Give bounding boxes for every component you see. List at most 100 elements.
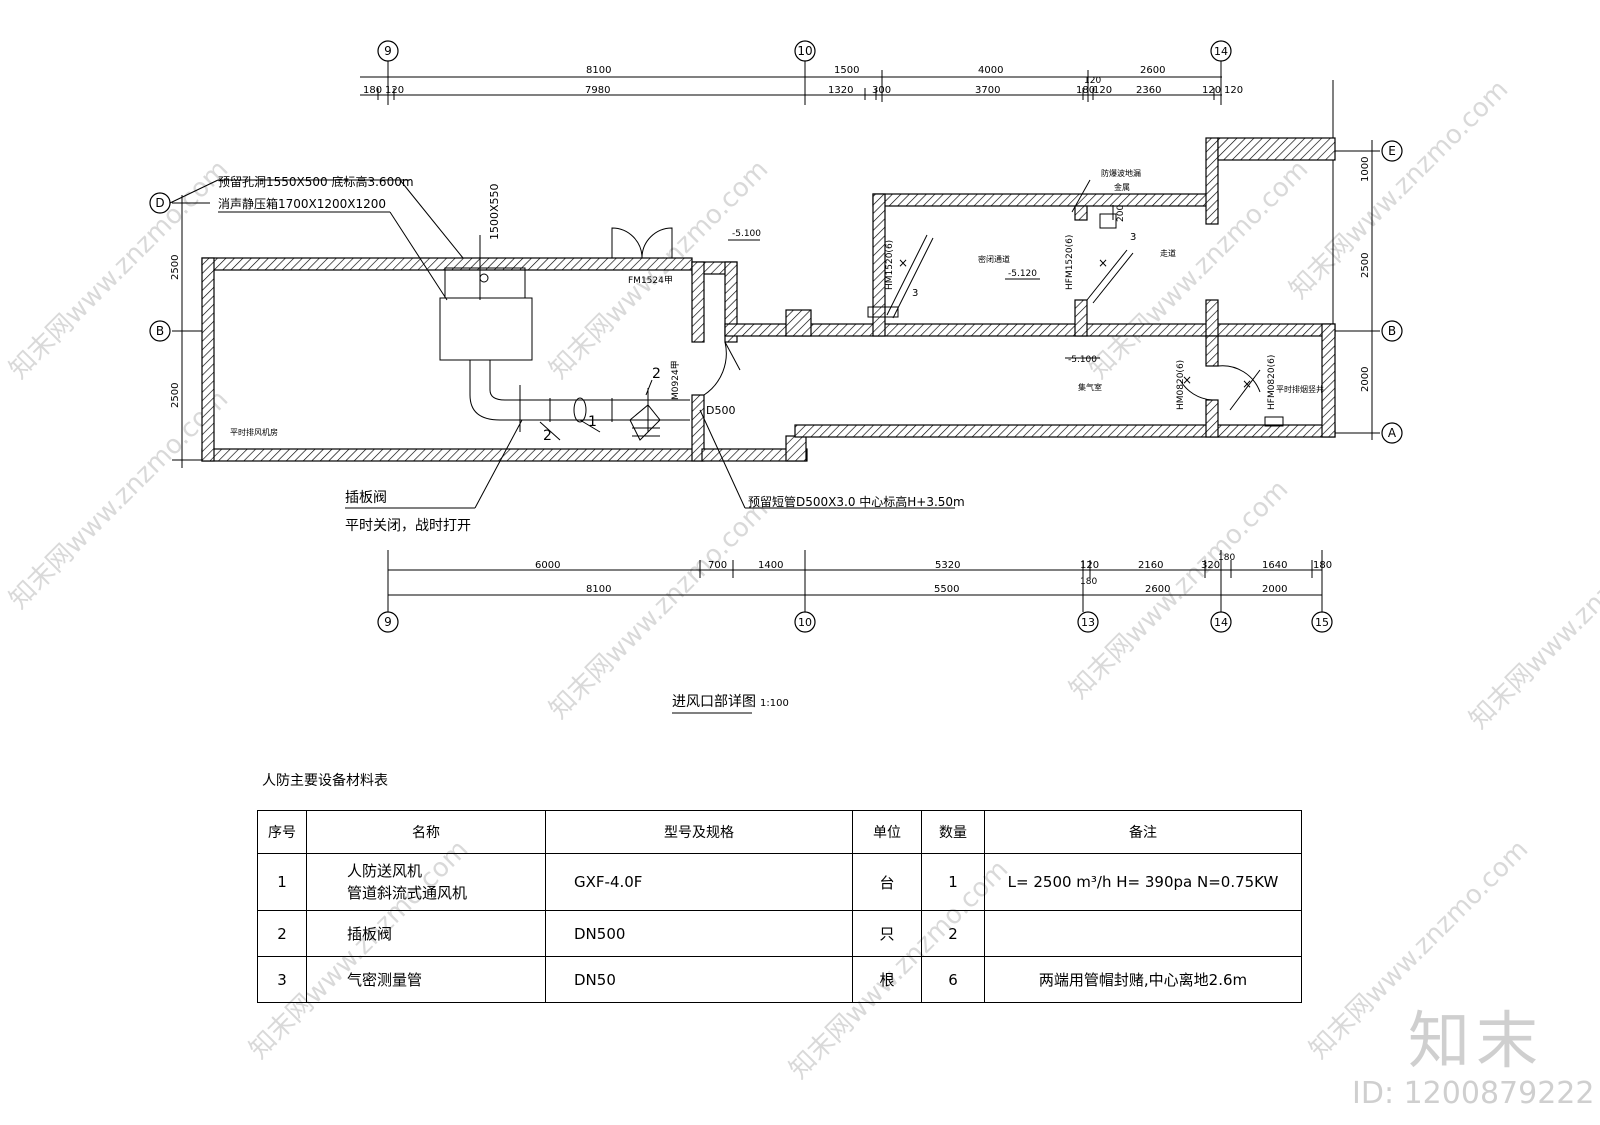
grid-label: A — [1388, 426, 1397, 440]
dim-text: 320 — [1201, 560, 1220, 571]
dim-text: 4000 — [978, 65, 1003, 76]
watermark-text: 知末网www.znzmo.com — [1064, 474, 1295, 705]
dim-text: 120 — [1093, 85, 1112, 96]
dim-text: 2000 — [1262, 584, 1287, 595]
watermark-text: 知末网www.znzmo.com — [544, 494, 775, 725]
room-label: 走道 — [1160, 248, 1176, 258]
watermark-text: 知末网www.znzmo.com — [1284, 74, 1515, 305]
grid-bubble — [1210, 40, 1232, 62]
grid-label: 10 — [798, 616, 812, 629]
grid-label: B — [156, 324, 164, 338]
gate-valve-note: 平时关闭，战时打开 — [345, 517, 471, 534]
dim-text: 1000 — [1360, 157, 1371, 182]
plenum-box — [439, 297, 533, 361]
cell-name: 气密测量管 — [306, 956, 546, 1003]
dim-text: 8100 — [586, 584, 611, 595]
grid-bubble — [377, 40, 399, 62]
table-row: 2 插板阀 DN500 只 2 — [257, 910, 1302, 957]
cell-model: GXF-4.0F — [545, 853, 853, 911]
dim-text: 5500 — [934, 584, 959, 595]
x-mark: × — [1182, 373, 1192, 387]
x-mark: × — [898, 256, 908, 270]
grid-bubble — [1311, 611, 1333, 633]
cell-unit: 根 — [852, 956, 922, 1003]
equipment — [439, 213, 1284, 441]
room-label: 平时排风机房 — [230, 427, 278, 437]
callout-number: 2 — [652, 366, 661, 382]
grid-axes-left: D B 2500 2500 — [149, 192, 210, 468]
dim-text: 180 — [1218, 553, 1235, 563]
duct-collar — [444, 267, 526, 299]
cell-unit: 台 — [852, 853, 922, 911]
dim-text: 180 — [363, 85, 382, 96]
cell-name-line: 管道斜流式通风机 — [347, 884, 468, 902]
header-qty: 数量 — [921, 810, 985, 854]
elevation-label: -5.100 — [1068, 355, 1097, 365]
dim-text: 300 — [872, 85, 891, 96]
dim-text: 120 — [1202, 85, 1221, 96]
watermark-text: 知末网www.znzmo.com — [4, 384, 235, 615]
reserved-pipe-label: 预留短管D500X3.0 中心标高H+3.50m — [748, 494, 965, 509]
cell-qty: 6 — [921, 956, 985, 1003]
header-no: 序号 — [257, 810, 307, 854]
annotations: 预留孔洞1550X500 底标高3.600m 消声静压箱1700X1200X12… — [218, 168, 1324, 534]
grid-label: E — [1388, 144, 1396, 158]
dim-text: 180 — [1076, 85, 1095, 96]
grid-bubble — [377, 611, 399, 633]
drawing-title: 进风口部详图 — [672, 694, 756, 710]
table-row: 3 气密测量管 DN50 根 6 两端用管帽封赌,中心离地2.6m — [257, 956, 1302, 1003]
door-label: FM1524甲 — [628, 275, 673, 286]
grid-label: 13 — [1081, 616, 1095, 629]
cell-name: 插板阀 — [306, 910, 546, 957]
grid-bubble — [149, 320, 171, 342]
cell-unit: 只 — [852, 910, 922, 957]
dim-text: 5320 — [935, 560, 960, 571]
dim-text: 1640 — [1262, 560, 1287, 571]
cell-note: 两端用管帽封赌,中心离地2.6m — [984, 956, 1302, 1003]
callout-number: 2 — [543, 428, 552, 444]
x-mark: × — [1242, 377, 1252, 391]
dim-text: 700 — [708, 560, 727, 571]
callout-number: 1 — [588, 414, 597, 430]
room-label: 集气室 — [1078, 382, 1102, 392]
duct-size-label: 1500X550 — [488, 183, 501, 240]
grid-label: 14 — [1214, 616, 1228, 629]
table-header-row: 序号 名称 型号及规格 单位 数量 备注 — [257, 810, 1302, 854]
dim-text: 7980 — [585, 85, 610, 96]
dim-text: 120 — [1224, 85, 1243, 96]
grid-label: B — [1388, 324, 1396, 338]
cell-name-line: 气密测量管 — [347, 970, 423, 989]
dim-text: 120 — [1084, 76, 1101, 86]
door-label: HFM1520(6) — [1065, 235, 1075, 290]
grid-label: 10 — [797, 44, 812, 58]
door-label: HM1520(6) — [885, 240, 895, 290]
dim-text: 1400 — [758, 560, 783, 571]
header-note: 备注 — [984, 810, 1302, 854]
door-label: HM0820(6) — [1176, 360, 1186, 410]
elevation-label: -5.120 — [1008, 269, 1037, 279]
file-id-label: ID: 1200879222 — [1352, 1076, 1595, 1111]
walls — [201, 137, 1336, 462]
grid-label: 9 — [384, 615, 392, 629]
valve-label: 防爆波地漏 — [1101, 168, 1141, 178]
room-label: 平时排烟竖井 — [1276, 384, 1324, 394]
grid-bubble — [794, 611, 816, 633]
plenum-box-label: 消声静压箱1700X1200X1200 — [218, 196, 386, 211]
table-row: 1 人防送风机 管道斜流式通风机 GXF-4.0F 台 1 L= 2500 m³… — [257, 853, 1302, 911]
grid-bubble — [1381, 140, 1403, 162]
cell-no: 1 — [257, 853, 307, 911]
header-name: 名称 — [306, 810, 546, 854]
grid-label: 15 — [1315, 616, 1329, 629]
cell-no: 3 — [257, 956, 307, 1003]
dim-text: 1320 — [828, 85, 853, 96]
cell-qty: 1 — [921, 853, 985, 911]
cell-name-line: 人防送风机 — [347, 862, 423, 880]
pipe-label: D500 — [706, 404, 735, 417]
watermark-text: 知末网www.znzmo.com — [1464, 504, 1600, 735]
dim-text: 120 — [385, 85, 404, 96]
grid-bubble — [1210, 611, 1232, 633]
dim-text: 2500 — [1360, 253, 1371, 278]
cell-name-line: 插板阀 — [347, 924, 393, 943]
grid-bubble — [1077, 611, 1099, 633]
dim-text: 120 — [1080, 560, 1099, 571]
